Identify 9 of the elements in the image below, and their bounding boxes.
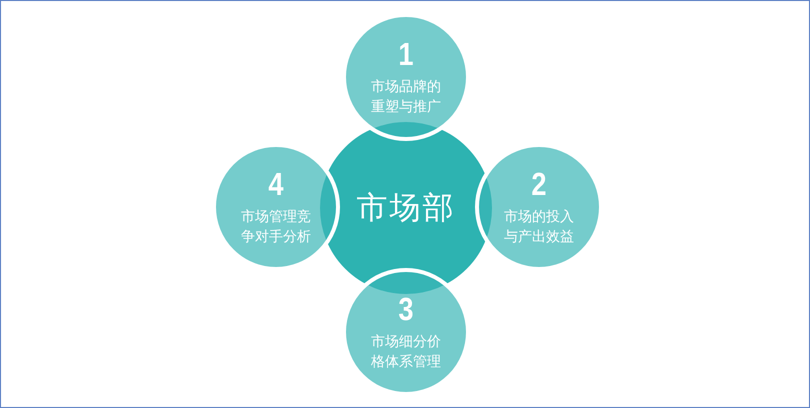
topic-label: 市场的投入与产出效益	[502, 208, 575, 247]
step-number: 2	[531, 167, 547, 201]
step-number: 1	[398, 37, 414, 71]
topic-label: 市场管理竞争对手分析	[240, 208, 312, 247]
hub-label: 市场部	[356, 190, 456, 226]
topic-label: 市场细分价格体系管理	[370, 333, 442, 372]
topic-label: 市场品牌的重塑与推广	[370, 78, 442, 117]
step-number: 4	[268, 167, 284, 201]
step-number: 3	[398, 292, 414, 326]
